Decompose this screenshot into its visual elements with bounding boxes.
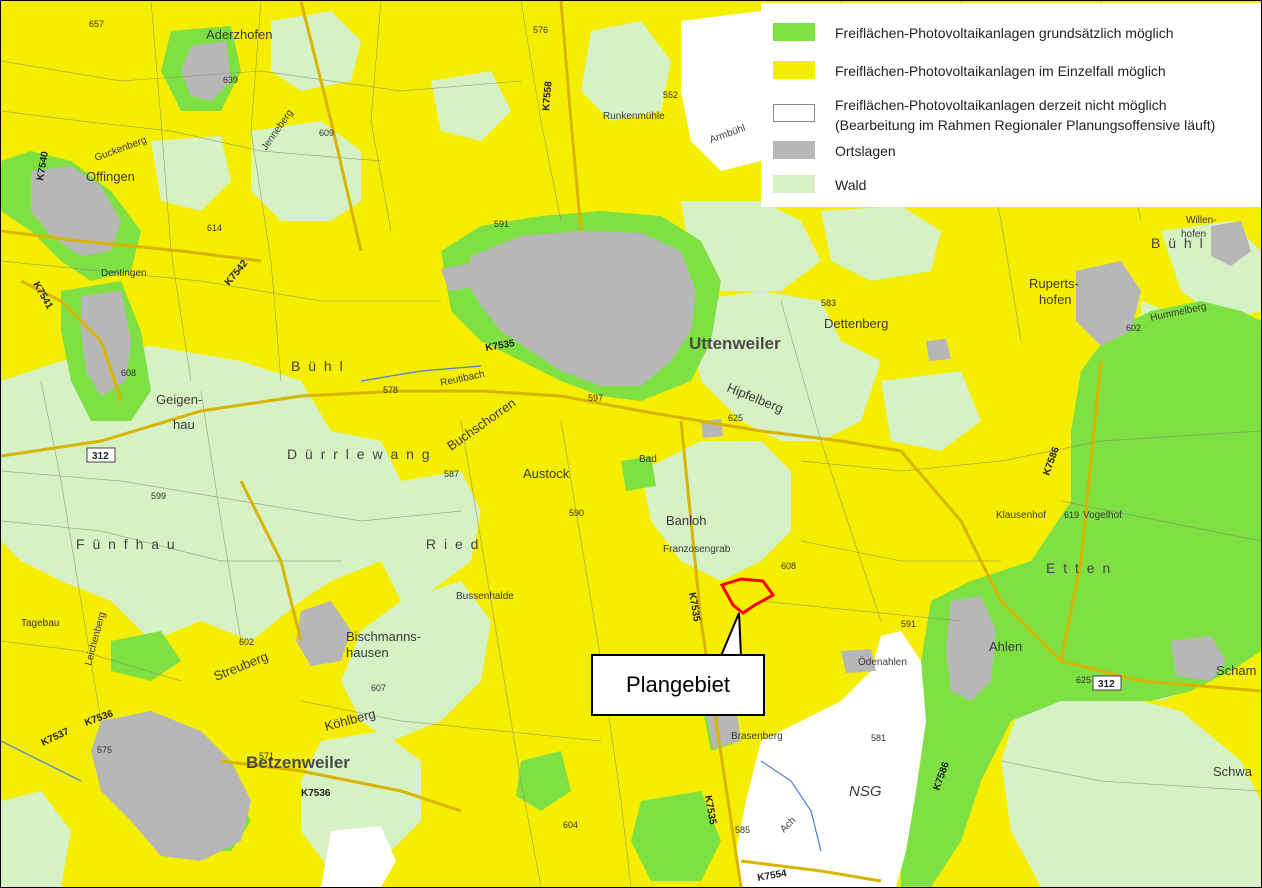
village-label-vogelhof: Vogelhof [1083, 510, 1122, 521]
plangebiet-callout: Plangebiet [591, 654, 765, 716]
plangebiet-callout-label: Plangebiet [626, 672, 730, 697]
legend-item-possible: Freiflächen-Photovoltaikanlagen grundsät… [773, 23, 1174, 43]
map-legend: Freiflächen-Photovoltaikanlagen grundsät… [761, 3, 1261, 207]
village-label-dettenberg: Dettenberg [824, 316, 888, 331]
field-label-austock: Austock [523, 466, 570, 481]
village-label-hausen: hausen [346, 645, 389, 660]
height-label: 602 [1126, 323, 1141, 333]
village-label-klausenhof: Klausenhof [996, 510, 1046, 521]
height-label: 657 [89, 19, 104, 29]
height-label: 585 [735, 825, 750, 835]
field-label-nsg: NSG [849, 783, 882, 800]
road-label-k7536-b: K7536 [301, 788, 331, 799]
legend-swatch-case [773, 61, 815, 79]
village-label-ahlen: Ahlen [989, 639, 1022, 654]
height-label: 604 [563, 820, 578, 830]
field-label-fuenfhau: F ü n f h a u [76, 536, 177, 552]
village-label-schwa: Schwa [1213, 764, 1253, 779]
height-label: 576 [533, 25, 548, 35]
road-label-k7540: K7540 [35, 150, 51, 181]
road-badge-312-b [1092, 675, 1122, 691]
height-label: 625 [1076, 675, 1091, 685]
legend-swatch-possible [773, 23, 815, 41]
field-label-banloh: Banloh [666, 513, 706, 528]
village-label-willenhofen: hofen [1181, 229, 1206, 240]
village-label-scham: Scham [1216, 663, 1256, 678]
height-label: 571 [259, 751, 274, 761]
height-label: 583 [821, 298, 836, 308]
height-label: 581 [871, 733, 886, 743]
height-label: 608 [781, 561, 796, 571]
field-label-franzosengrab: Franzosengrab [663, 544, 731, 555]
legend-item-settlement: Ortslagen [773, 141, 896, 161]
field-label-ried: R i e d [426, 536, 480, 552]
road-label-312-a: 312 [92, 451, 109, 462]
height-label: 608 [121, 368, 136, 378]
village-label-willen: Willen- [1186, 215, 1217, 226]
road-label-k7558: K7558 [541, 81, 555, 112]
field-label-tagebau: Tagebau [21, 618, 59, 629]
field-label-hau: hau [173, 417, 195, 432]
village-label-brasenberg: Brasenberg [731, 731, 783, 742]
village-label-ruperts: Ruperts- [1029, 276, 1079, 291]
road-badge-312-a [86, 447, 116, 463]
height-label: 639 [223, 75, 238, 85]
legend-item-case: Freiflächen-Photovoltaikanlagen im Einze… [773, 61, 1166, 81]
legend-label-not-possible: Freiflächen-Photovoltaikanlagen derzeit … [835, 97, 1167, 113]
village-label-aderzhofen: Aderzhofen [206, 27, 273, 42]
village-label-dentingen: Dentingen [101, 268, 147, 279]
legend-label-settlement: Ortslagen [835, 143, 896, 159]
field-label-buehl-east: B ü h l [1151, 235, 1205, 251]
height-label: 587 [444, 469, 459, 479]
height-label: 578 [383, 385, 398, 395]
height-label: 625 [728, 413, 743, 423]
height-label: 609 [319, 128, 334, 138]
streams [1, 365, 822, 852]
road-label-k7554: K7554 [757, 868, 788, 884]
road-label-312-b: 312 [1098, 679, 1115, 690]
town-label-betzenweiler: Betzenweiler [246, 753, 350, 772]
village-label-oedenahlen: Ödenahlen [858, 656, 907, 668]
field-label-bussenhalde: Bussenhalde [456, 591, 514, 602]
height-label: 614 [207, 223, 222, 233]
height-label: 597 [588, 393, 603, 403]
field-label-geigen: Geigen- [156, 392, 202, 407]
height-label: 552 [663, 90, 678, 100]
town-label-uttenweiler: Uttenweiler [689, 334, 781, 353]
height-label: 590 [569, 508, 584, 518]
road-label-k7535-b: K7535 [686, 592, 702, 623]
plangebiet-outline [719, 577, 776, 615]
legend-label-forest: Wald [835, 177, 867, 193]
village-label-hofen: hofen [1039, 292, 1072, 307]
height-label: 602 [239, 637, 254, 647]
field-label-etten: E t t e n [1046, 560, 1112, 576]
height-label: 619 [1064, 510, 1079, 520]
legend-label-possible: Freiflächen-Photovoltaikanlagen grundsät… [835, 25, 1174, 41]
height-label: 591 [494, 219, 509, 229]
height-label: 575 [97, 745, 112, 755]
road-label-k7535-c: K7535 [702, 795, 718, 826]
field-label-buehl-west: B ü h l [291, 358, 345, 374]
height-label: 599 [151, 491, 166, 501]
road-label-k7535-a: K7535 [485, 338, 516, 354]
height-label: 607 [371, 683, 386, 693]
field-label-duerrlewang: D ü r r l e w a n g [287, 446, 432, 462]
settlements [31, 41, 1251, 861]
legend-label-case: Freiflächen-Photovoltaikanlagen im Einze… [835, 63, 1166, 79]
legend-swatch-settlement [773, 141, 815, 159]
legend-label-not-possible-note: (Bearbeitung im Rahmen Regionaler Planun… [835, 117, 1216, 133]
village-label-bischmanns: Bischmanns- [346, 629, 421, 644]
legend-swatch-forest [773, 175, 815, 193]
height-label: 591 [901, 619, 916, 629]
legend-item-forest: Wald [773, 175, 866, 195]
legend-swatch-not-possible [773, 104, 815, 122]
zone-not-possible [321, 11, 926, 887]
legend-item-not-possible: Freiflächen-Photovoltaikanlagen derzeit … [773, 95, 1215, 135]
field-label-bad: Bad [639, 454, 657, 465]
village-label-runkenmuehle: Runkenmühle [603, 111, 665, 122]
village-label-offingen: Offingen [86, 169, 135, 184]
